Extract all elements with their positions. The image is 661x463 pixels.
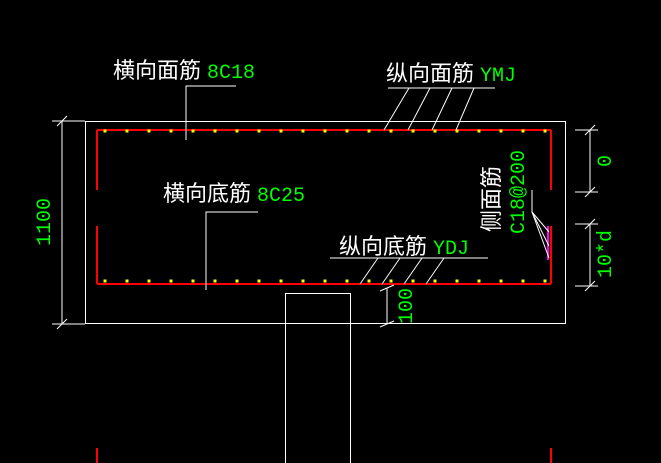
bar-dot — [367, 129, 371, 133]
bar-dot — [257, 279, 261, 283]
concrete-outline — [85, 121, 566, 324]
bar-dot — [389, 279, 393, 283]
bar-dot — [499, 279, 503, 283]
bar-dot — [455, 279, 459, 283]
bar-dot — [367, 279, 371, 283]
bar-dot — [191, 129, 195, 133]
bar-dot — [521, 129, 525, 133]
bar-dot — [213, 129, 217, 133]
bar-dot — [543, 279, 547, 283]
bar-dot — [499, 129, 503, 133]
bar-dot — [543, 129, 547, 133]
bar-dot — [323, 129, 327, 133]
bar-dot — [455, 129, 459, 133]
bar-dot — [411, 129, 415, 133]
bar-dot — [103, 279, 107, 283]
dim-side-zone: 10*d — [595, 230, 618, 278]
dim-height: 1100 — [34, 198, 57, 246]
bar-dot — [103, 129, 107, 133]
bar-dot — [169, 129, 173, 133]
bar-dot — [169, 279, 173, 283]
column-rebar-marks — [96, 448, 552, 463]
bar-dot — [279, 279, 283, 283]
side-bar-name: 侧面筋 — [480, 166, 505, 232]
bar-dot — [125, 279, 129, 283]
bar-dot — [147, 279, 151, 283]
bar-dot — [213, 279, 217, 283]
side-bar-value: C18@200 — [508, 150, 531, 234]
bar-dot — [521, 279, 525, 283]
bar-dot — [301, 129, 305, 133]
bar-dot — [235, 129, 239, 133]
bar-dot — [345, 129, 349, 133]
bar-dot — [323, 279, 327, 283]
bar-dot — [257, 129, 261, 133]
top-bar-dots — [103, 129, 547, 133]
bar-dot — [279, 129, 283, 133]
bar-dot — [477, 129, 481, 133]
column-outline — [285, 293, 351, 463]
bar-dot — [301, 279, 305, 283]
bar-dot — [433, 279, 437, 283]
bar-dot — [345, 279, 349, 283]
bar-dot — [147, 129, 151, 133]
bar-dot — [411, 279, 415, 283]
dim-bottom-cover: 100 — [396, 288, 419, 324]
bottom-bar-dots — [103, 279, 547, 283]
bar-dot — [191, 279, 195, 283]
bar-dot — [477, 279, 481, 283]
bar-dot — [433, 129, 437, 133]
dim-top-cover: 0 — [595, 155, 618, 167]
leader-lines — [185, 85, 550, 290]
dimension-lines — [52, 115, 598, 330]
bar-dot — [235, 279, 239, 283]
bar-dot — [125, 129, 129, 133]
bar-dot — [389, 129, 393, 133]
